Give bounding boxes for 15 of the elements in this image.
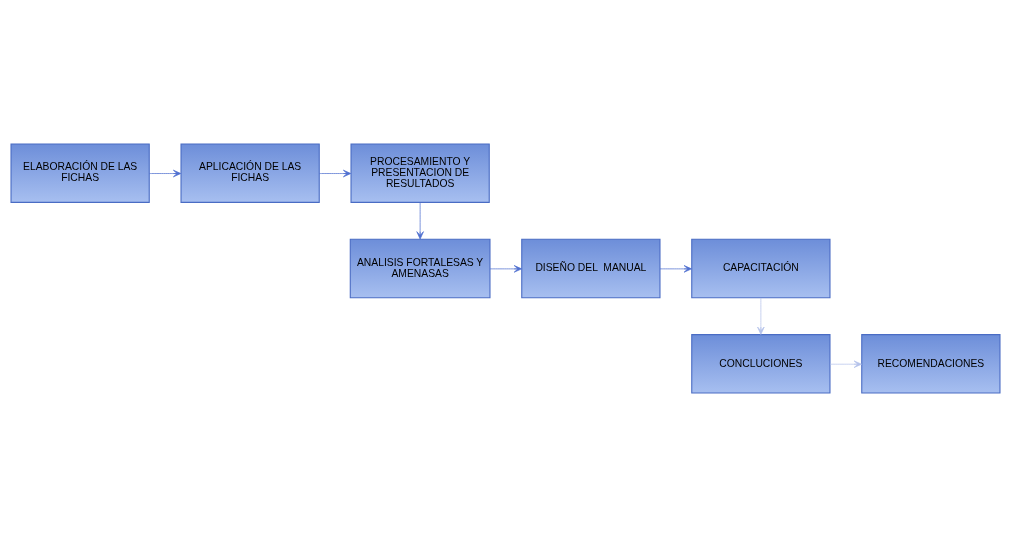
node-box: APLICACIÓN DE LAS FICHAS xyxy=(180,142,320,203)
node-box: CONCLUCIONES xyxy=(691,333,831,394)
arrow xyxy=(416,201,424,239)
arrow xyxy=(148,169,182,177)
arrow xyxy=(489,264,522,273)
arrow xyxy=(757,297,765,335)
node-box: CAPACITACIÓN xyxy=(691,238,831,298)
arrow xyxy=(318,169,352,177)
arrow xyxy=(829,360,862,368)
node-box: PROCESAMIENTO Y PRESENTACION DE RESULTADOS xyxy=(350,142,490,203)
node-box: ANALISIS FORTALESAS Y AMENASAS xyxy=(349,238,491,298)
node-box: ELABORACIÓN DE LAS FICHAS xyxy=(10,142,150,203)
arrow xyxy=(659,264,692,273)
node-box: DISEÑO DEL MANUAL xyxy=(521,238,661,298)
node-box: RECOMENDACIONES xyxy=(861,333,1001,394)
